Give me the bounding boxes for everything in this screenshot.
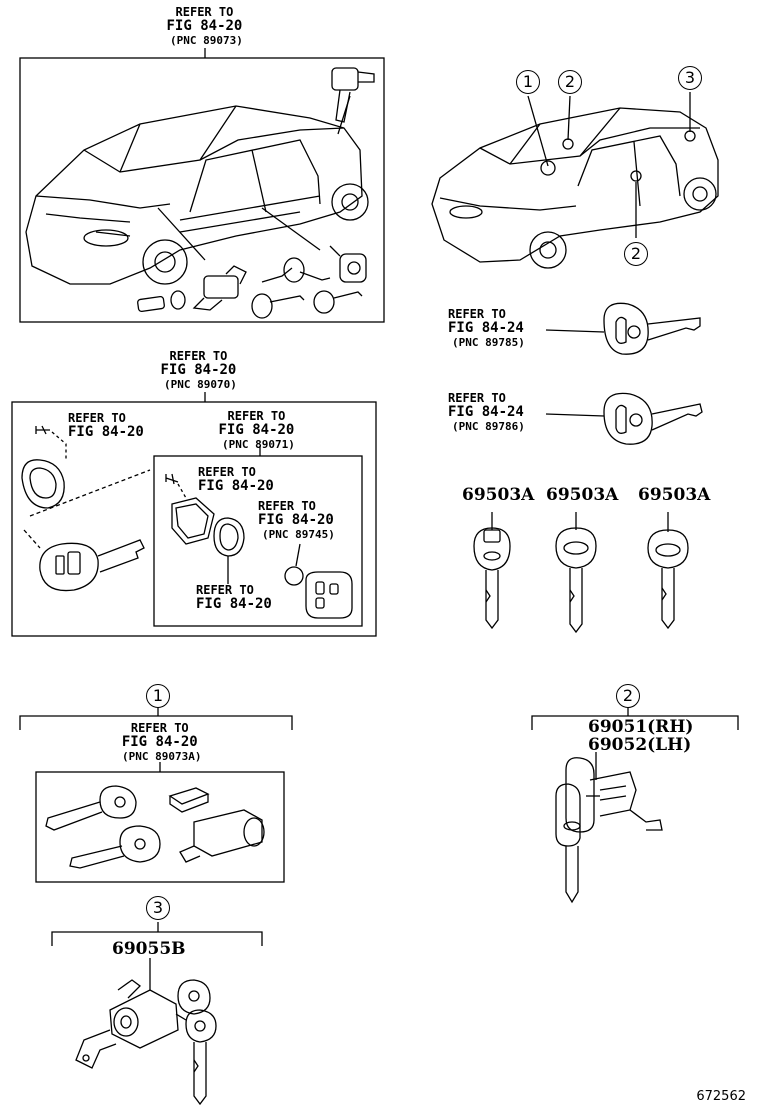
section-3-group	[51, 922, 263, 1106]
part-number-key-1: 69503A	[462, 485, 535, 505]
ref-line-3: (PNC 89745)	[262, 528, 335, 541]
ref-line-2: FIG 84-20	[198, 478, 274, 494]
ref-line-1: REFER TO	[227, 409, 286, 423]
ref-line-1: REFER TO	[68, 411, 126, 425]
ref-line-2: FIG 84-20	[160, 362, 237, 378]
ref-line-1: REFER TO	[169, 349, 228, 363]
key-69503a-3	[647, 512, 689, 630]
part-number-ignition: 69055B	[112, 939, 186, 959]
ref-line-1: REFER TO	[198, 465, 256, 479]
ref-label-89070: REFER TO FIG 84-20 (PNC 89070)	[160, 349, 237, 392]
ref-line-1: REFER TO	[196, 583, 254, 597]
ref-line-2: FIG 84-20	[218, 422, 295, 438]
key-89786-icon	[545, 392, 703, 445]
ref-line-2: FIG 84-20	[121, 734, 198, 750]
callout-2-section: 2	[616, 684, 640, 708]
ref-line-1: REFER TO	[448, 307, 506, 321]
car-illustration-right	[431, 92, 719, 269]
ref-line-3: (PNC 89070)	[164, 378, 237, 391]
ref-line-2: FIG 84-24	[448, 320, 524, 336]
callout-2-car-door: 2	[624, 242, 648, 266]
section-1-group	[19, 706, 293, 883]
part-number-key-2: 69503A	[546, 485, 619, 505]
ref-line-3: (PNC 89071)	[222, 438, 295, 451]
ref-line-1: REFER TO	[130, 721, 189, 735]
ref-label-89745: REFER TO FIG 84-20 (PNC 89745)	[258, 499, 335, 542]
section-1-bracket	[19, 715, 293, 730]
ref-label-screw-left: REFER TO FIG 84-20	[68, 412, 144, 440]
ref-line-2: FIG 84-24	[448, 404, 524, 420]
ref-line-3: (PNC 89073)	[170, 34, 243, 47]
section-2-bracket	[531, 715, 739, 730]
callout-3-section: 3	[146, 896, 170, 920]
ref-label-89071: REFER TO FIG 84-20 (PNC 89071)	[218, 409, 295, 452]
remote-group	[11, 392, 377, 637]
small-parts-row	[137, 245, 367, 319]
car-illustration-left	[25, 105, 369, 285]
ref-label-89073a: REFER TO FIG 84-20 (PNC 89073A)	[118, 721, 202, 764]
callout-1-section: 1	[146, 684, 170, 708]
ref-line-1: REFER TO	[258, 499, 316, 513]
ref-line-1: REFER TO	[175, 5, 234, 19]
callout-1-car: 1	[516, 70, 540, 94]
ref-line-3: (PNC 89785)	[452, 336, 525, 349]
callout-2-car-top: 2	[558, 70, 582, 94]
ref-label-89073: REFER TO FIG 84-20 (PNC 89073)	[166, 5, 243, 48]
section-1-frame	[35, 771, 285, 883]
callout-3-car: 3	[678, 66, 702, 90]
figure-id: 672562	[696, 1089, 746, 1104]
section-2-group	[531, 706, 739, 904]
ref-line-2: FIG 84-20	[68, 424, 144, 440]
remote-inner-frame	[153, 455, 363, 627]
ref-line-2: FIG 84-20	[258, 512, 334, 528]
key-89785-icon	[545, 302, 701, 355]
hatch-lock-icon	[331, 67, 375, 123]
section-3-bracket	[51, 931, 263, 946]
key-69503a-1	[473, 512, 511, 630]
remote-outer-frame	[11, 401, 377, 637]
part-number-door-rh: 69051(RH)	[588, 717, 694, 737]
ref-line-2: FIG 84-20	[196, 596, 272, 612]
top-left-frame	[19, 57, 385, 323]
ref-line-1: REFER TO	[448, 391, 506, 405]
ref-line-3: (PNC 89073A)	[122, 750, 202, 763]
ref-label-89785: REFER TO FIG 84-24 (PNC 89785)	[448, 307, 525, 350]
ref-line-2: FIG 84-20	[166, 18, 243, 34]
part-number-door-lh: 69052(LH)	[588, 735, 692, 755]
part-number-key-3: 69503A	[638, 485, 711, 505]
top-left-car-group	[19, 48, 385, 323]
ref-label-89786: REFER TO FIG 84-24 (PNC 89786)	[448, 391, 525, 434]
ref-label-screw-inner: REFER TO FIG 84-20	[198, 466, 274, 494]
key-69503a-2	[555, 512, 597, 634]
ref-label-case: REFER TO FIG 84-20	[196, 584, 272, 612]
ref-line-3: (PNC 89786)	[452, 420, 525, 433]
